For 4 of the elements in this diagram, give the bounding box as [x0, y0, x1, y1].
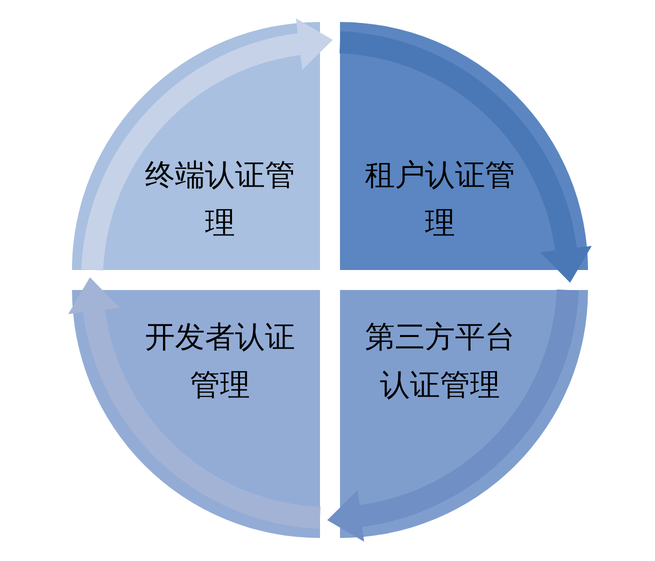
segment-label: 开发者认证管理 [144, 319, 296, 405]
segment-label: 第三方平台认证管理 [364, 319, 516, 405]
segment-label: 租户认证管理 [364, 157, 516, 243]
segment-label: 终端认证管理 [144, 157, 296, 243]
